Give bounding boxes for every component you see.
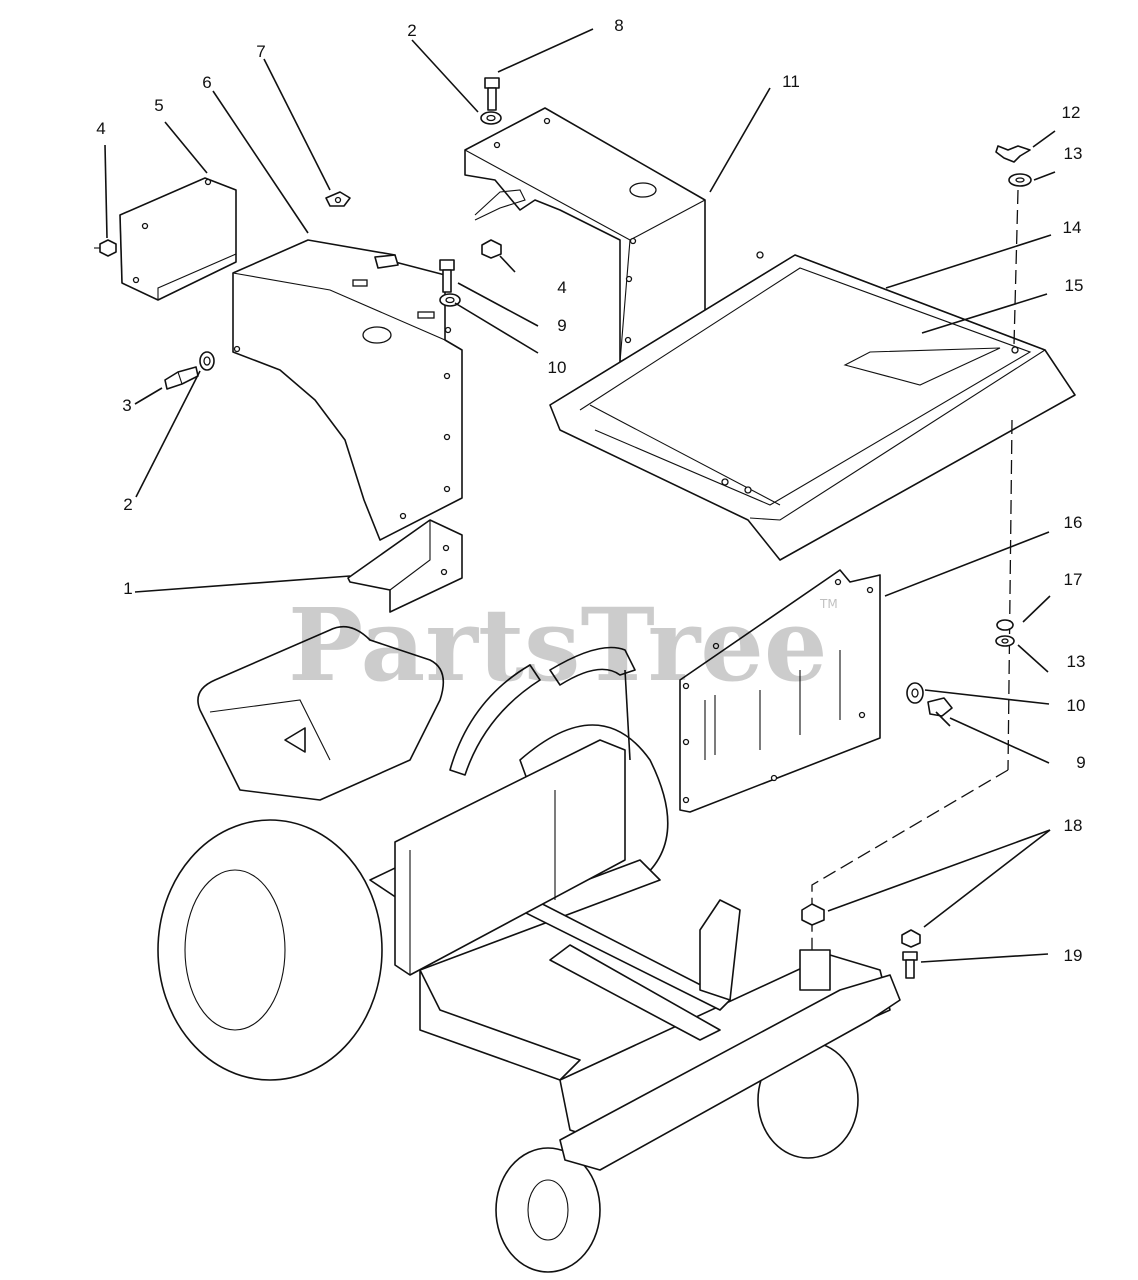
part-fender-6 [232,239,463,541]
part-washer-10-right [906,682,924,704]
part-nut-4-left [94,239,117,257]
part-nut-4-center [481,239,502,259]
callout-5: 5 [154,96,163,115]
part-bracket-5 [119,177,237,301]
callout-4-center: 4 [557,278,566,297]
callout-12: 12 [1062,103,1081,122]
callout-13-right: 13 [1067,652,1086,671]
callout-8: 8 [614,16,623,35]
part-wingnut-12 [995,145,1031,163]
part-nut-18-a [801,903,825,926]
callout-9-center: 9 [557,316,566,335]
assembly-lines [811,189,1019,955]
callout-3: 3 [122,396,131,415]
watermark-text: PartsTree [288,586,828,704]
callout-16: 16 [1064,513,1083,532]
plate-adjust-slots [704,650,841,760]
part-washer-13-top [1008,173,1032,187]
part-bracket-1 [347,519,463,613]
callout-10-center: 10 [548,358,567,377]
caster-wheel-left [495,1147,601,1273]
part-washer-2-left [199,351,215,371]
watermark: PartsTree TM [288,586,838,704]
callout-6: 6 [202,73,211,92]
part-bolt-9-center [439,259,455,293]
callout-7: 7 [256,42,265,61]
callout-2-left: 2 [123,495,132,514]
callout-14: 14 [1063,218,1082,237]
rear-wheel-left [157,819,383,1081]
part-bolt-19 [902,951,918,979]
part-plate-16 [679,569,881,813]
callout-11: 11 [782,72,800,91]
part-fender-11 [464,107,706,363]
callout-19: 19 [1064,946,1083,965]
leader-lines [104,28,1056,963]
mower-chassis [157,625,901,1273]
callout-1: 1 [123,579,132,598]
part-clip-7 [325,191,351,207]
callout-4-left: 4 [96,119,105,138]
part-nut-18-b [901,929,921,948]
part-washer-2-top [480,111,502,125]
part-lockwasher-17 [996,619,1014,631]
callout-labels: 1 2 2 3 4 4 5 6 7 8 9 9 10 10 11 12 13 1… [96,16,1085,965]
callout-9-right: 9 [1076,753,1085,772]
watermark-tm: TM [819,597,838,611]
part-seat-14 [549,251,1076,561]
callout-2-top: 2 [407,21,416,40]
callout-10-right: 10 [1067,696,1086,715]
callout-13-top: 13 [1064,144,1083,163]
part-washer-13-right [995,635,1015,647]
part-bolt-8 [484,77,500,111]
callout-15: 15 [1065,276,1084,295]
callout-18: 18 [1064,816,1083,835]
part-bolt-9-right [927,697,953,727]
callout-17: 17 [1064,570,1083,589]
